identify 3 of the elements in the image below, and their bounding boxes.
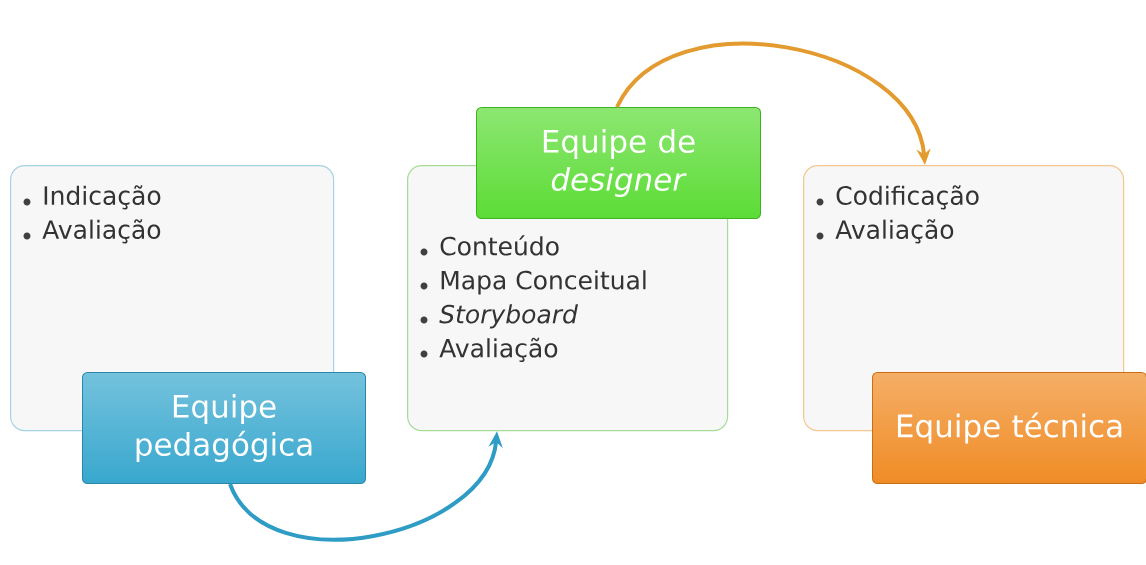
title-box: Equipe técnica: [872, 372, 1146, 484]
title-box: Equipe pedagógica: [82, 372, 366, 484]
title-box: Equipe de designer: [476, 107, 761, 219]
